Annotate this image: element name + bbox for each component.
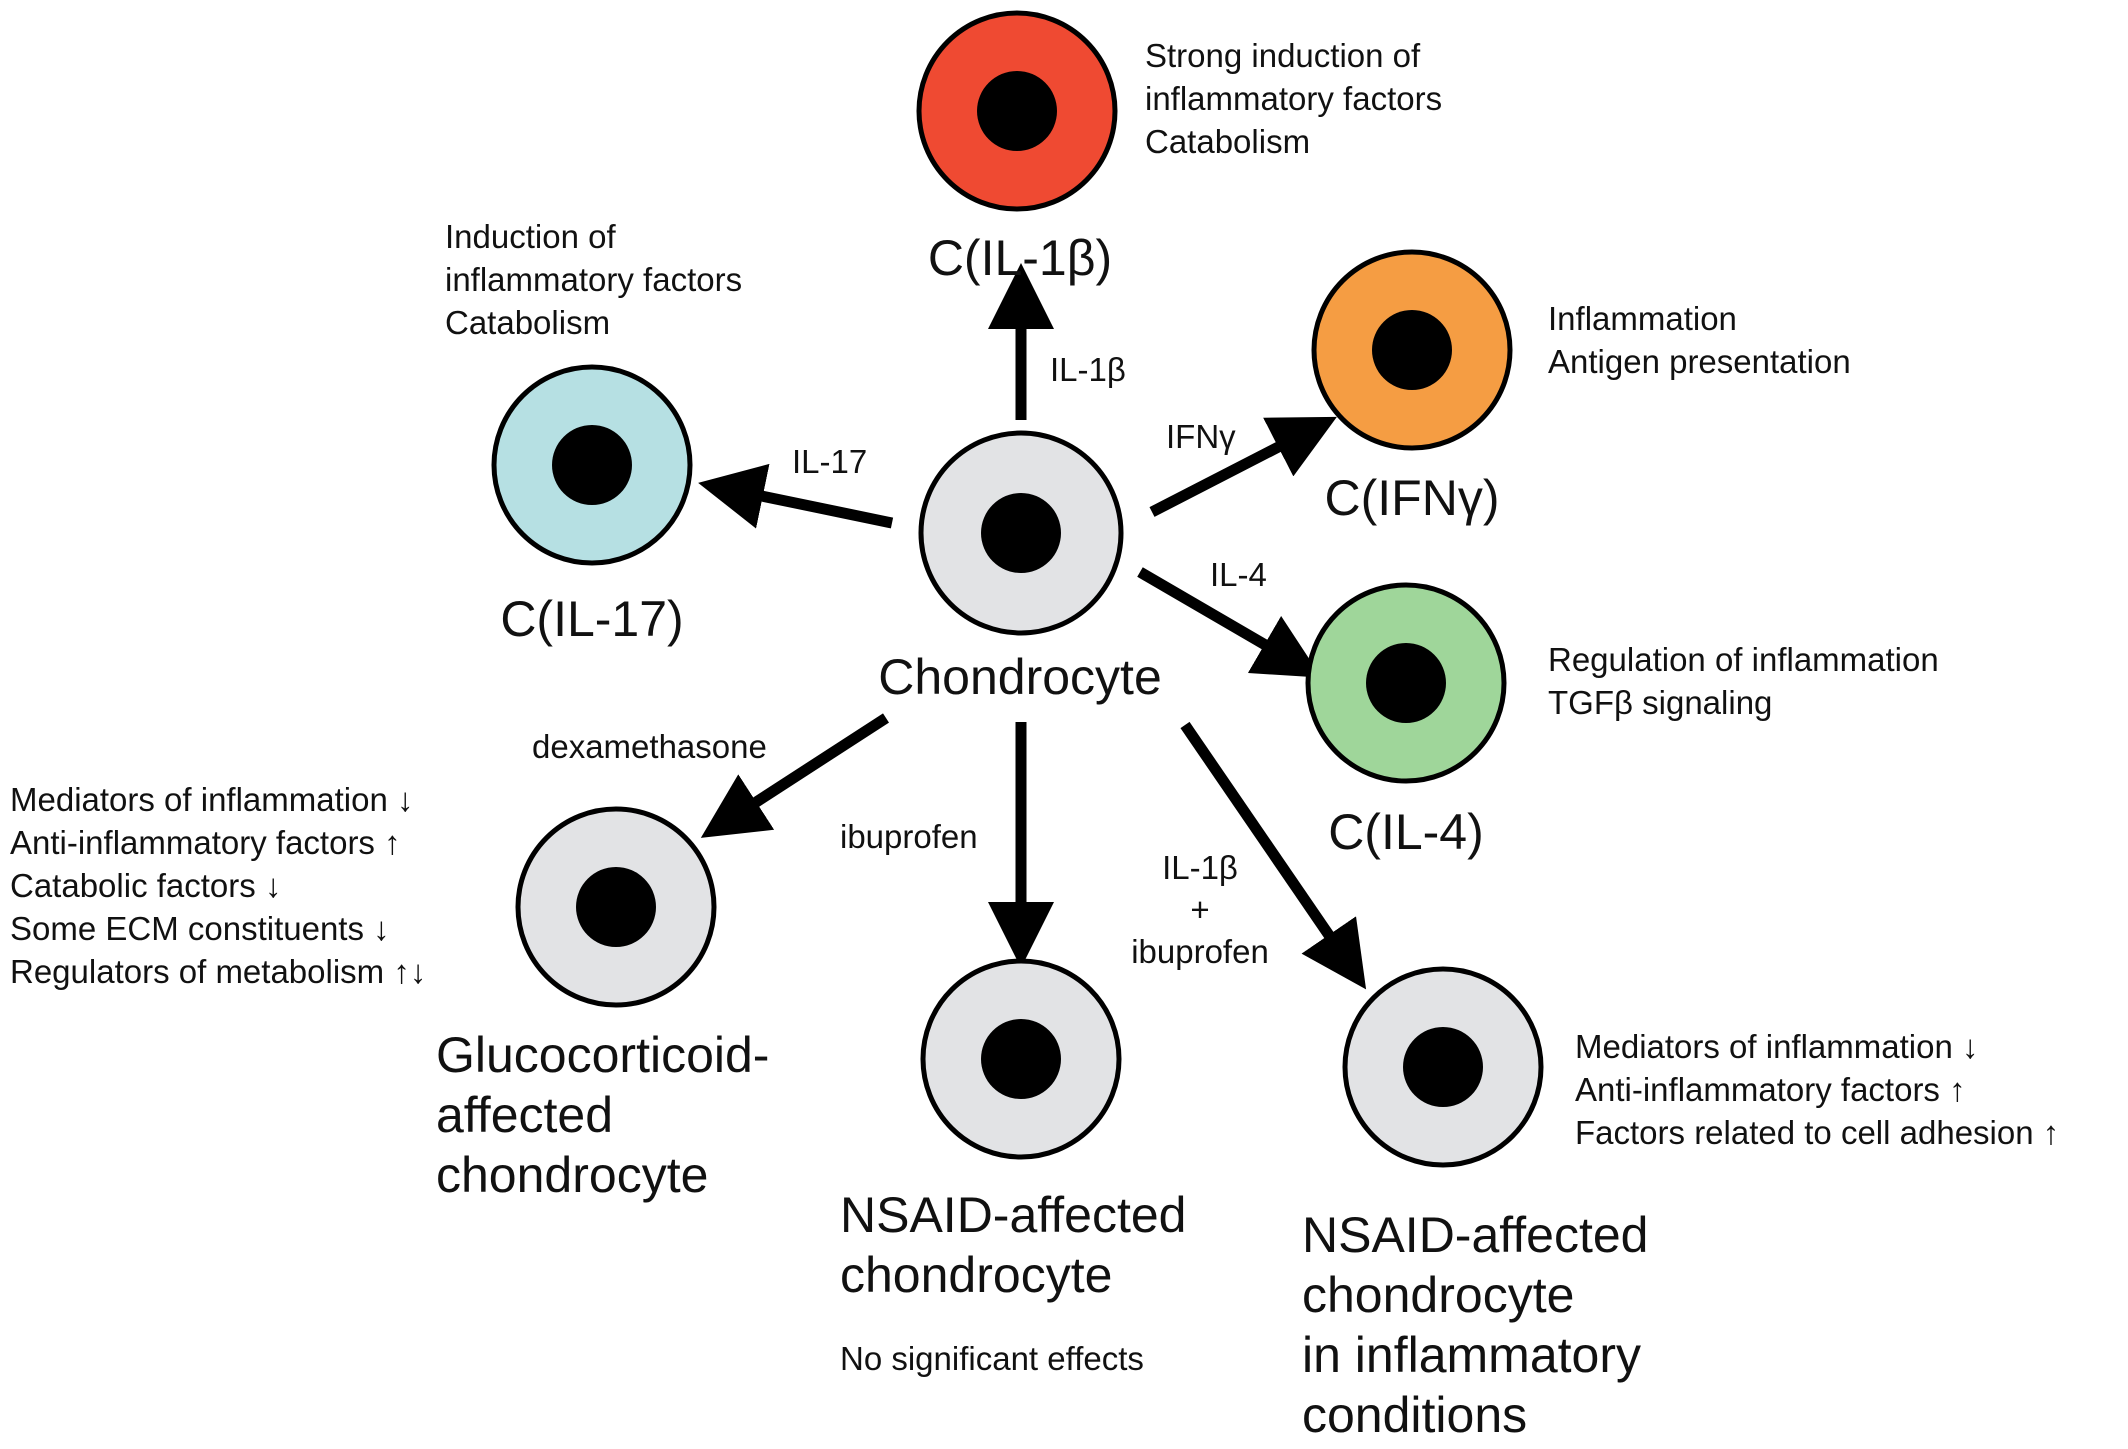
cell-nucleus bbox=[981, 1019, 1061, 1099]
cell-nucleus bbox=[552, 425, 632, 505]
cell-il1b bbox=[916, 10, 1118, 212]
label-il4: C(IL-4) bbox=[1328, 804, 1484, 860]
cell-nucleus bbox=[981, 493, 1061, 573]
arrow-combo bbox=[1180, 721, 1367, 990]
treatment-il1b: IL-1β bbox=[1050, 351, 1126, 388]
arrow-ifng bbox=[1149, 416, 1337, 517]
treatment-ibuprofen: ibuprofen bbox=[840, 818, 978, 855]
cell-nsaid bbox=[920, 958, 1122, 1160]
effects-nsaid-inflammatory: Mediators of inflammation ↓ Anti-inflamm… bbox=[1575, 1028, 2060, 1151]
label-il1b: C(IL-1β) bbox=[927, 230, 1113, 286]
cell-glucocorticoid bbox=[515, 806, 717, 1008]
effects-il17: Induction of inflammatory factors Catabo… bbox=[445, 218, 743, 341]
effects-il4: Regulation of inflammation TGFβ signalin… bbox=[1548, 641, 1939, 721]
treatment-combo: IL-1β + ibuprofen bbox=[1131, 849, 1269, 970]
cell-nucleus bbox=[1403, 1027, 1483, 1107]
treatment-il4: IL-4 bbox=[1210, 556, 1267, 593]
label-il17: C(IL-17) bbox=[500, 591, 684, 647]
cell-ifng bbox=[1311, 249, 1513, 451]
cell-il17 bbox=[491, 364, 693, 566]
label-glucocorticoid: Glucocorticoid- affected chondrocyte bbox=[436, 1027, 770, 1203]
treatment-dexamethasone: dexamethasone bbox=[532, 728, 767, 765]
label-nsaid-inflammatory: NSAID-affected chondrocyte in inflammato… bbox=[1302, 1207, 1649, 1443]
cell-nucleus bbox=[1372, 310, 1452, 390]
cell-il4 bbox=[1305, 582, 1507, 784]
treatment-ifng: IFNγ bbox=[1166, 418, 1236, 455]
cell-nsaid-inflammatory bbox=[1342, 966, 1544, 1168]
arrow-dexamethasone bbox=[700, 713, 889, 838]
arrow-il4 bbox=[1137, 567, 1322, 678]
effects-nsaid: No significant effects bbox=[840, 1340, 1144, 1377]
effects-ifng: Inflammation Antigen presentation bbox=[1548, 300, 1851, 380]
cell-nucleus bbox=[1366, 643, 1446, 723]
label-ifng: C(IFNγ) bbox=[1324, 470, 1500, 526]
label-chondrocyte: Chondrocyte bbox=[878, 649, 1162, 705]
label-nsaid: NSAID-affected chondrocyte bbox=[840, 1187, 1187, 1303]
cell-chondrocyte bbox=[918, 430, 1124, 636]
arrow-il17 bbox=[698, 463, 894, 529]
treatment-il17: IL-17 bbox=[792, 443, 868, 480]
effects-glucocorticoid: Mediators of inflammation ↓ Anti-inflamm… bbox=[10, 781, 427, 990]
effects-il1b: Strong induction of inflammatory factors… bbox=[1145, 37, 1443, 160]
cell-nucleus bbox=[977, 71, 1057, 151]
cell-nucleus bbox=[576, 867, 656, 947]
